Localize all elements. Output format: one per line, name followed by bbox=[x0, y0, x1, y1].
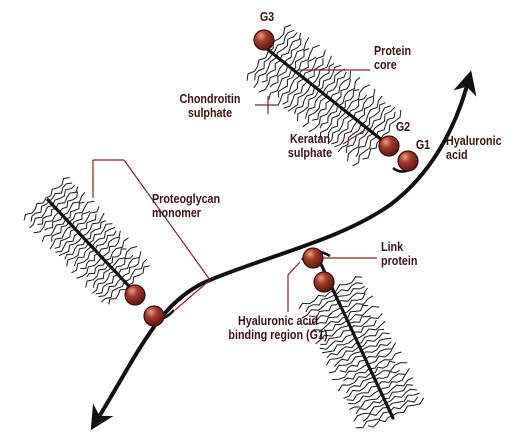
lower-gag-chain bbox=[298, 291, 331, 310]
hyaluronic-acid-label: Hyaluronic acid bbox=[446, 134, 502, 162]
g1-globule-icon bbox=[397, 150, 419, 172]
globular-domains bbox=[124, 29, 419, 327]
left-gag-chain bbox=[55, 232, 80, 253]
proteoglycan-monomer-label: Proteoglycan monomer bbox=[152, 192, 221, 220]
lower-g1-globule-icon bbox=[313, 271, 335, 293]
upper-gag-chain bbox=[352, 136, 377, 167]
left-gag-chain bbox=[33, 211, 60, 234]
upper-gag-chain bbox=[294, 44, 320, 74]
left-g1-globule-icon bbox=[143, 305, 165, 327]
upper-gag-chain bbox=[329, 71, 352, 101]
upper-gag-chain bbox=[271, 29, 295, 56]
left-gag-chain bbox=[73, 246, 93, 267]
left-gag-chain bbox=[41, 218, 67, 243]
g2-globule-icon bbox=[378, 135, 400, 157]
upper-gag-chain bbox=[246, 51, 269, 81]
left-gag-chain bbox=[95, 274, 119, 295]
upper-gag-chain bbox=[258, 63, 284, 93]
leader-lines bbox=[92, 69, 377, 312]
upper-gag-chain bbox=[352, 88, 376, 119]
upper-gag-chain bbox=[287, 37, 310, 68]
left-gag-chain bbox=[29, 204, 53, 229]
hyaluronic-acid-strand bbox=[90, 70, 477, 431]
g3-globule-icon bbox=[253, 29, 275, 51]
left-gag-chain bbox=[58, 191, 78, 213]
left-gag-chain bbox=[65, 201, 85, 220]
upper-gag-chain bbox=[279, 32, 301, 62]
hyaluronic-acid-binding-region-label: Hyaluronic acid binding region (G1) bbox=[228, 314, 328, 342]
link-protein-globule-icon bbox=[302, 247, 324, 269]
lower-gag-chain bbox=[368, 351, 402, 370]
left-gag-chain bbox=[64, 239, 86, 260]
upper-gag-chain bbox=[344, 84, 371, 113]
upper-gag-chain bbox=[267, 24, 292, 53]
left-gag-chain bbox=[58, 236, 83, 257]
upper-gag-chain bbox=[275, 32, 298, 59]
keratan-leader bbox=[342, 129, 366, 145]
g2-label: G2 bbox=[395, 120, 411, 134]
left-gag-chain bbox=[86, 260, 106, 278]
left-gag-chain bbox=[98, 277, 122, 298]
left-g2-globule-icon bbox=[124, 284, 146, 306]
left-gag-chain bbox=[66, 242, 90, 267]
g3-label: G3 bbox=[259, 10, 275, 24]
lower-gag-chain bbox=[378, 374, 406, 391]
left-gag-chain bbox=[52, 185, 76, 206]
left-gag-chain bbox=[23, 197, 47, 221]
left-gag-chain bbox=[45, 177, 70, 199]
lower-gag-chain bbox=[389, 396, 419, 413]
upper-gag-chain bbox=[290, 48, 310, 71]
left-gag-chain bbox=[55, 186, 79, 209]
left-gag-chain bbox=[49, 225, 73, 250]
chondroitin-sulphate-label: Chondroitin sulphate bbox=[179, 92, 241, 120]
lower-gag-chain bbox=[325, 347, 359, 366]
left-gag-chain bbox=[68, 200, 95, 223]
left-gag-chain bbox=[85, 263, 109, 288]
left-gag-chain bbox=[62, 191, 86, 216]
keratan-sulphate-label: Keratan sulphate bbox=[287, 132, 333, 160]
left-gag-chain bbox=[54, 228, 76, 249]
left-gag-chain bbox=[30, 201, 50, 222]
left-gag-chain bbox=[51, 222, 70, 242]
upper-gag-chain bbox=[283, 38, 302, 65]
lower-gag-chain bbox=[326, 342, 357, 359]
glycosaminoglycan-chains bbox=[23, 24, 425, 429]
proteoglycan-monomer-bracket bbox=[92, 159, 211, 311]
g1-label: G1 bbox=[415, 138, 431, 152]
left-gag-chain bbox=[44, 215, 63, 231]
link-protein-label: Link protein bbox=[381, 240, 418, 268]
left-gag-chain bbox=[71, 249, 96, 274]
upper-gag-chain bbox=[362, 139, 381, 160]
left-gag-chain bbox=[48, 182, 73, 202]
left-gag-chain bbox=[94, 230, 117, 251]
left-gag-chain bbox=[37, 207, 56, 225]
protein-core-label: Protein core bbox=[374, 44, 412, 72]
left-gag-chain bbox=[71, 210, 91, 227]
lower-gag-chain bbox=[329, 276, 363, 293]
upper-gag-chain bbox=[302, 97, 327, 128]
binding-region-leader bbox=[287, 261, 301, 312]
